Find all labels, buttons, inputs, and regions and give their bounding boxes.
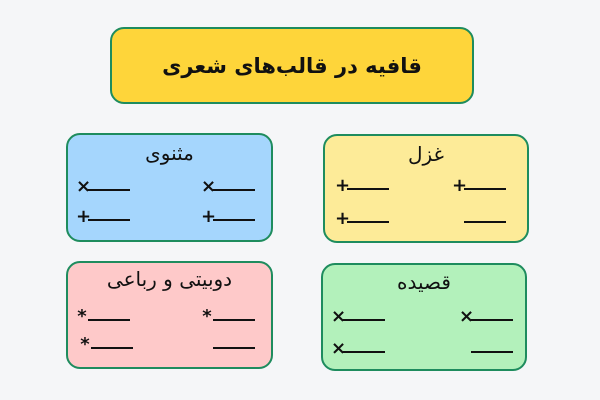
rhyme-slot: × (459, 307, 513, 327)
rhyme-slot: + (201, 207, 255, 227)
rhyme-slot: × (201, 177, 255, 197)
rhyme-slot: × (331, 307, 385, 327)
diagram-title-box: قافیه در قالب‌های شعری (110, 27, 474, 104)
card-masnavi: مثنوی × × + + (66, 133, 273, 242)
card-title: قصیده (397, 270, 451, 294)
rhyme-slot (452, 209, 506, 229)
rhyme-slot: + (335, 176, 389, 196)
rhyme-slot: + (452, 176, 506, 196)
rhyme-slot: * (76, 307, 130, 327)
rhyme-slot (459, 339, 513, 359)
rhyme-slot: + (76, 207, 130, 227)
card-ghazal: غزل + + + (323, 134, 529, 243)
card-dobeyti-robaei: دوبیتی و رباعی * * * (66, 261, 273, 369)
rhyme-slot: × (331, 339, 385, 359)
card-title: دوبیتی و رباعی (106, 267, 233, 291)
rhyme-slot: + (335, 209, 389, 229)
card-qasideh: قصیده × × × (321, 263, 527, 371)
diagram-title: قافیه در قالب‌های شعری (162, 53, 422, 78)
rhyme-slot (201, 335, 255, 355)
card-title: غزل (407, 142, 445, 166)
rhyme-slot: * (201, 307, 255, 327)
rhyme-slot: × (76, 177, 130, 197)
rhyme-slot: * (79, 335, 133, 355)
card-title: مثنوی (145, 141, 194, 165)
